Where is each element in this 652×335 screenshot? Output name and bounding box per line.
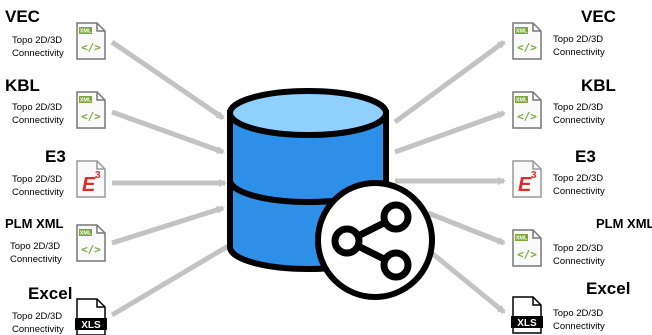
target-title-plmxml: PLM XML xyxy=(596,216,652,231)
svg-text:</>: </> xyxy=(81,110,101,123)
svg-text:XML: XML xyxy=(80,98,92,104)
source-title-e3: E3 xyxy=(45,147,66,166)
svg-text:</>: </> xyxy=(517,248,537,261)
source-title-vec: VEC xyxy=(5,7,40,26)
arrow-vec-out xyxy=(393,39,506,125)
svg-text:3: 3 xyxy=(531,170,537,181)
xml-file-icon: XML </> xyxy=(511,22,543,67)
xml-file-icon: XML </> xyxy=(75,91,107,136)
xml-file-icon: XML </> xyxy=(511,91,543,136)
svg-text:XML: XML xyxy=(80,29,92,35)
target-title-vec: VEC xyxy=(581,7,616,26)
svg-text:XML: XML xyxy=(516,236,528,242)
target-title-excel: Excel xyxy=(586,279,631,298)
svg-text:</>: </> xyxy=(517,110,537,123)
svg-text:E: E xyxy=(82,174,96,196)
xml-file-icon: XML </> xyxy=(75,22,107,67)
svg-text:XLS: XLS xyxy=(81,320,101,331)
arrow-kbl-in xyxy=(111,109,225,155)
target-title-kbl: KBL xyxy=(581,76,616,95)
arrow-plmxml-in xyxy=(111,205,225,246)
share-icon xyxy=(315,180,435,300)
arrow-vec-in xyxy=(110,39,225,121)
svg-text:XLS: XLS xyxy=(517,318,537,329)
xls-file-icon: XLS xyxy=(511,296,543,335)
xml-file-icon: XML </> xyxy=(511,229,543,274)
arrow-kbl-out xyxy=(394,110,506,155)
svg-text:XML: XML xyxy=(80,231,92,237)
xml-file-icon: XML </> xyxy=(75,224,107,269)
svg-text:E: E xyxy=(518,174,532,196)
svg-text:</>: </> xyxy=(81,243,101,256)
arrow-excel-in xyxy=(110,239,237,318)
svg-text:XML: XML xyxy=(516,98,528,104)
arrow-excel-out xyxy=(426,248,506,314)
source-title-plmxml: PLM XML xyxy=(5,216,64,231)
svg-text:3: 3 xyxy=(95,170,101,181)
arrow-plmxml-out xyxy=(427,210,506,246)
source-title-excel: Excel xyxy=(28,284,73,303)
xls-file-icon: XLS xyxy=(75,298,107,335)
svg-text:</>: </> xyxy=(81,41,101,54)
svg-text:</>: </> xyxy=(517,41,537,54)
target-title-e3: E3 xyxy=(575,147,596,166)
source-title-kbl: KBL xyxy=(5,76,40,95)
svg-text:XML: XML xyxy=(516,29,528,35)
